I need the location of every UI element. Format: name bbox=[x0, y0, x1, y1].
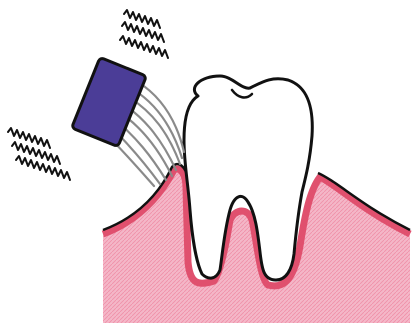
toothbrush-head-icon bbox=[72, 57, 147, 146]
